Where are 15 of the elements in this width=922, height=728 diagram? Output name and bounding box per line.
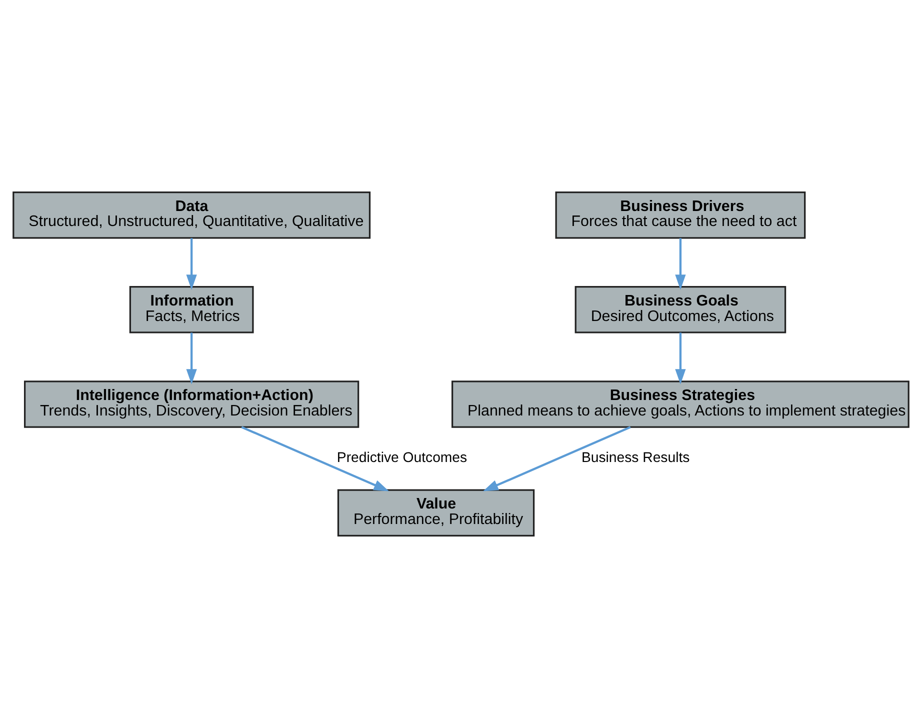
node-box: Data Structured, Unstructured, Quantitative, Qualitative (12, 192, 371, 239)
node-box: Value Performance, Profitability (337, 489, 535, 536)
node-box: Information Facts, Metrics (129, 286, 254, 334)
edge-label: Business Results (581, 449, 690, 466)
node-box: Business Drivers Forces that cause the need to act (555, 192, 806, 239)
node-box: Intelligence (Information+Action) Trends, Insights, Discovery, Decision Enablers (24, 380, 360, 428)
node-box: Business Goals Desired Outcomes, Actions (574, 286, 786, 334)
arrow (186, 238, 197, 290)
arrow (186, 332, 197, 384)
arrow (482, 426, 631, 492)
edge-label: Predictive Outcomes (336, 449, 468, 466)
arrow (241, 426, 390, 492)
arrow (675, 332, 686, 384)
node-box: Business Strategies Planned means to achieve goals, Actions to implement strategies (452, 380, 910, 428)
arrow (675, 238, 686, 290)
